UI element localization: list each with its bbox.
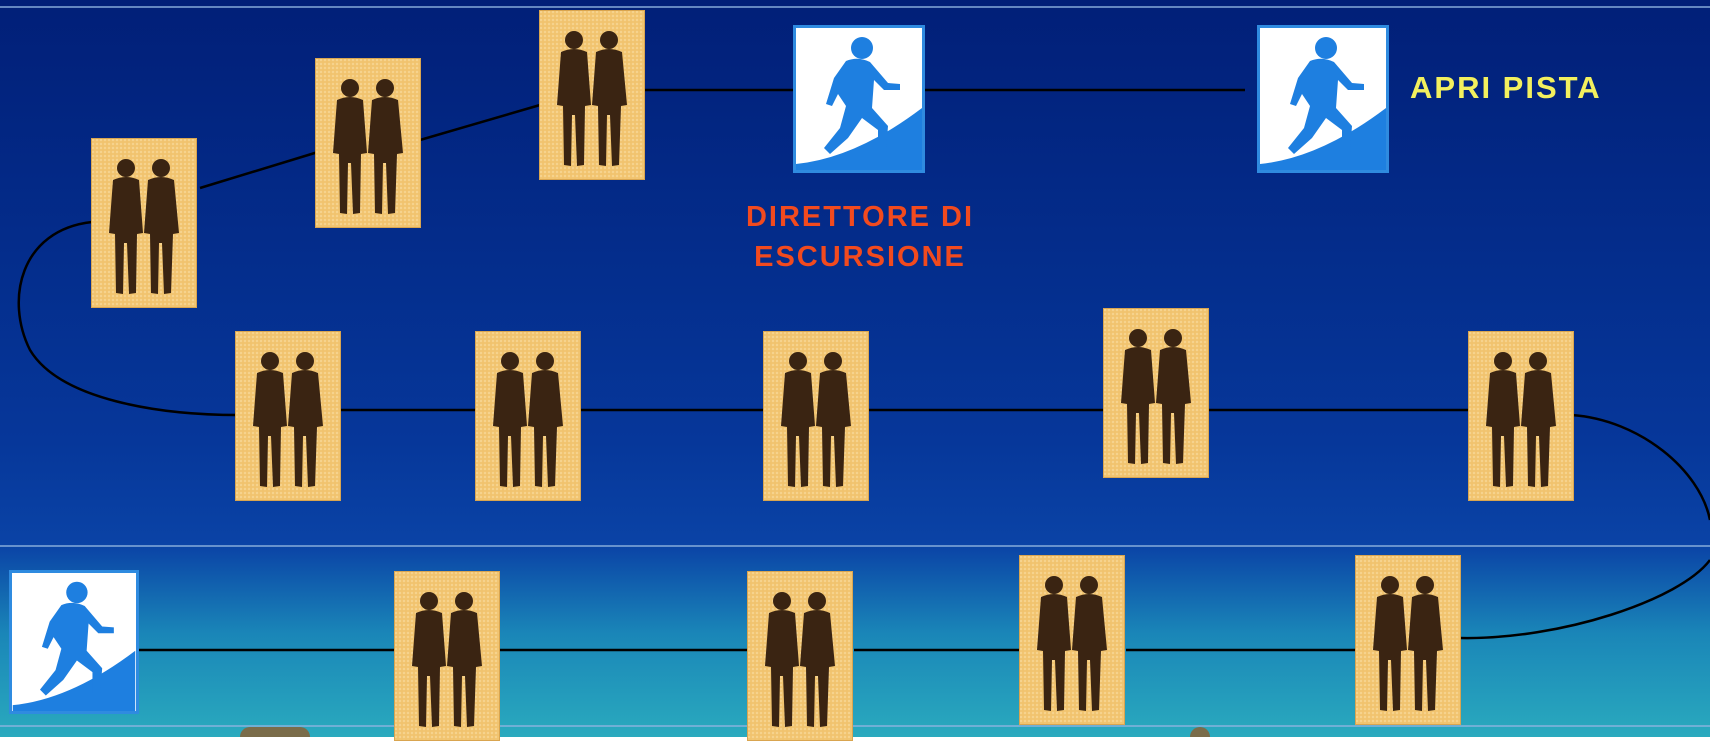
hiker-climbing-icon	[12, 581, 136, 711]
hiker-pair	[91, 138, 197, 308]
two-hikers-icon	[557, 31, 627, 166]
two-hikers-icon	[1121, 329, 1191, 464]
hiker-pair	[394, 571, 500, 741]
hiker-pair	[747, 571, 853, 741]
two-hikers-icon	[781, 352, 851, 487]
two-hikers-icon	[1373, 576, 1443, 711]
rock-decoration	[1190, 727, 1210, 737]
leader-tile	[12, 573, 136, 711]
bottom-divider	[0, 725, 1710, 727]
hiker-pair	[763, 331, 869, 501]
hiker-pair	[1355, 555, 1461, 725]
leader-tile	[796, 28, 922, 170]
middle-divider	[0, 545, 1710, 547]
direttore-label: DIRETTORE DI ESCURSIONE	[745, 201, 975, 273]
rock-decoration	[240, 727, 310, 737]
apri-pista-label: APRI PISTA	[1410, 70, 1602, 105]
hiker-pair	[1103, 308, 1209, 478]
two-hikers-icon	[109, 159, 179, 294]
two-hikers-icon	[493, 352, 563, 487]
two-hikers-icon	[412, 592, 482, 727]
hiker-pair	[1468, 331, 1574, 501]
hiker-climbing-icon	[796, 37, 922, 170]
two-hikers-icon	[1037, 576, 1107, 711]
hiker-pair	[1019, 555, 1125, 725]
two-hikers-icon	[1486, 352, 1556, 487]
hiker-pair	[315, 58, 421, 228]
hiker-pair	[235, 331, 341, 501]
hiker-pair	[475, 331, 581, 501]
leader-tile	[1260, 28, 1386, 170]
top-divider	[0, 6, 1710, 8]
two-hikers-icon	[765, 592, 835, 727]
hiker-pair	[539, 10, 645, 180]
hiker-climbing-icon	[1260, 37, 1386, 170]
two-hikers-icon	[253, 352, 323, 487]
two-hikers-icon	[333, 79, 403, 214]
